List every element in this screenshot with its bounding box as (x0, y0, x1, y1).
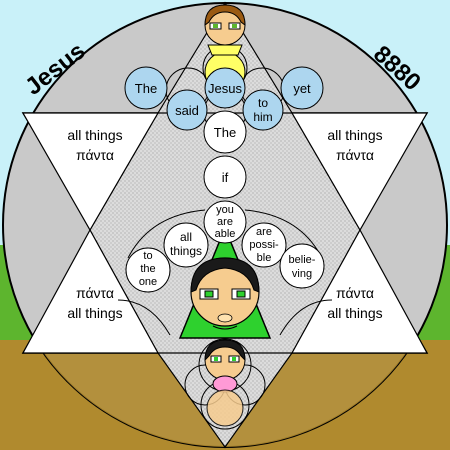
upper-right-english: all things (327, 127, 382, 143)
upper-right-greek: πάντα (336, 147, 374, 163)
top-word-row: The said Jesus to him yet (124, 66, 324, 131)
star-point-labels: all things πάντα all things πάντα πάντα … (67, 127, 382, 321)
upper-left-greek: πάντα (76, 147, 114, 163)
star-point-upper-left (21, 112, 160, 232)
word-circle-to-the-one-line-2: the (140, 263, 155, 275)
word-circle-all-things-line-2: things (170, 244, 202, 258)
word-circle-are-possible-line-3: ble (257, 252, 272, 264)
word-circle-are-possible-line-2: possi- (249, 239, 279, 251)
arc-circles: to the one all things are possi- ble bel… (125, 222, 325, 293)
lower-left-english: all things (67, 305, 122, 321)
word-circle-jesus: Jesus (208, 81, 242, 96)
word-circle-all-things-line-1: all (180, 230, 192, 244)
word-circle-believing-line-1: belie- (289, 254, 316, 266)
lower-right-english: all things (327, 305, 382, 321)
word-circle-the: The (135, 81, 157, 96)
word-circle-yet: yet (293, 81, 311, 96)
star-point-upper-right (290, 112, 429, 232)
word-circle-if: if (222, 170, 229, 185)
bottom-face (204, 339, 246, 427)
word-circle-to-him-line-2: him (253, 110, 272, 124)
upper-left-english: all things (67, 127, 122, 143)
center-face (190, 257, 260, 330)
lower-left-greek: πάντα (76, 285, 114, 301)
word-circle-to-the-one-line-1: to (143, 250, 152, 262)
word-circle-the-2: The (214, 125, 236, 140)
word-circle-to-the-one-line-3: one (139, 276, 157, 288)
star-point-lower-right (290, 228, 429, 354)
star-point-lower-left (21, 228, 160, 354)
word-circle-you-are-able-line-2: are (217, 216, 233, 228)
word-circle-believing-line-2: ving (292, 268, 312, 280)
word-circle-are-possible-line-1: are (256, 226, 272, 238)
word-circle-you-are-able-line-3: able (215, 228, 236, 240)
spine-circles: The if you are able (203, 110, 247, 244)
word-circle-said: said (175, 103, 199, 118)
word-circle-to-him-line-1: to (258, 96, 268, 110)
word-circle-you-are-able-line-1: you (216, 204, 234, 216)
lower-right-greek: πάντα (336, 285, 374, 301)
